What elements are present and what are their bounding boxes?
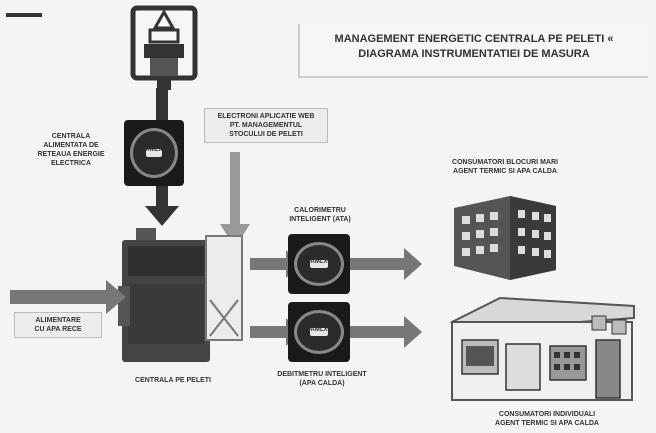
cold-water-arrow [10,280,126,314]
heat-out-arrow-right [350,248,422,280]
apartment-building-icon [454,196,556,280]
water-out-arrow-right [350,316,422,348]
consumers-block-label: CONSUMATORI BLOCURI MARI AGENT TERMIC SI… [452,159,558,175]
power-meter-label: CENTRALA ALIMENTATA DE RETEAUA ENERGIE E… [37,133,105,167]
feed-chute [156,88,168,120]
corner-dash [6,13,42,17]
software-arrow [220,152,250,248]
feed-arrow [145,186,179,226]
heat-meter-icon: AMLX [288,234,350,294]
pellet-silo-icon [130,5,198,90]
electric-meter-icon: AMLX [124,120,184,186]
consumers-house-label: CONSUMATORI INDIVIDUALI AGENT TERMIC SI … [495,411,599,427]
power-meter-display-text: AMLX [145,147,163,153]
house-cutaway-icon [449,296,635,401]
pellet-boiler-icon [118,228,243,362]
title-line-2: DIAGRAMA INSTRUMENTATIEI DE MASURA [358,48,590,60]
boiler-label: CENTRALA PE PELETI [135,377,211,384]
cold-water-label: ALIMENTARE CU APA RECE [14,312,102,338]
water-meter-icon: AMLX [288,302,350,362]
diagram-title: MANAGEMENT ENERGETIC CENTRALA PE PELETI … [298,24,648,78]
water-meter-label: DEBITMETRU INTELIGENT (APA CALDA) [277,371,367,387]
title-line-1: MANAGEMENT ENERGETIC CENTRALA PE PELETI … [334,33,614,45]
software-label: ELECTRONI APLICATIE WEB PT. MANAGEMENTUL… [204,108,328,143]
heat-meter-display-text: AMLX [310,259,328,265]
heat-meter-label: CALORIMETRU INTELIGENT (ATA) [289,207,351,223]
water-meter-display-text: AMLX [310,327,328,333]
